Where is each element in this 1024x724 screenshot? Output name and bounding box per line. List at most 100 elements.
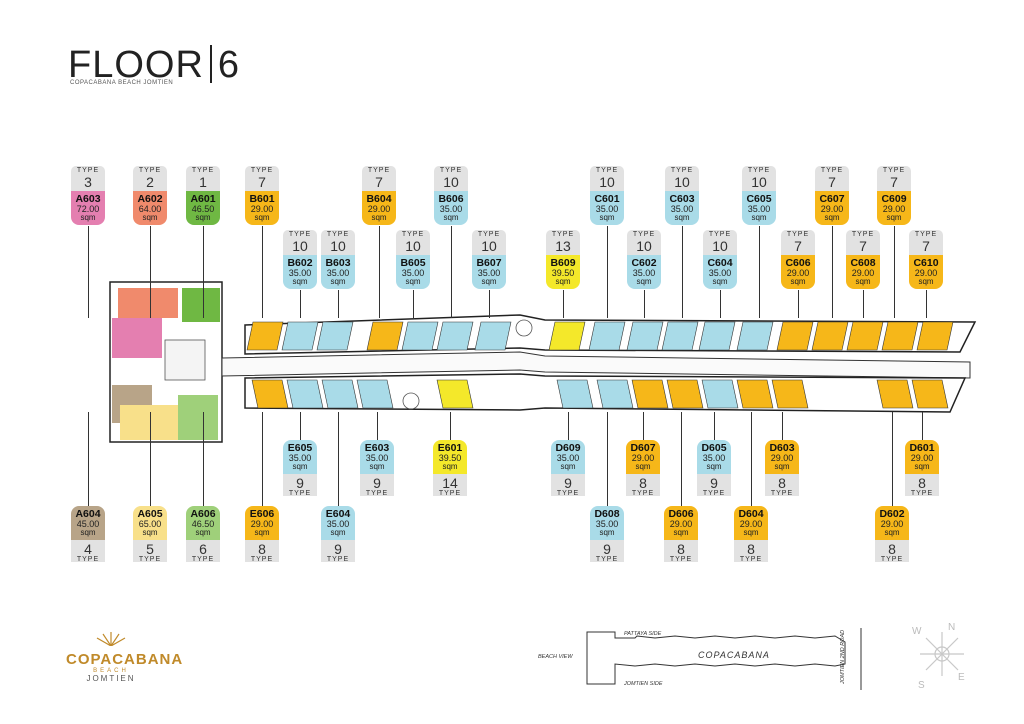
- unit-size: 29.00: [250, 519, 274, 529]
- unit-id: B601: [249, 193, 275, 205]
- type-label: TYPE: [326, 556, 350, 563]
- type-label: TYPE: [770, 490, 794, 497]
- unit-id: B602: [287, 257, 313, 269]
- type-label: TYPE: [439, 167, 463, 174]
- compass-w: W: [912, 626, 922, 637]
- type-number: 8: [918, 475, 926, 491]
- unit-size: 29.00: [669, 519, 693, 529]
- leader-line: [150, 226, 151, 318]
- unit-size: 29.00: [851, 268, 875, 278]
- leader-line: [451, 226, 452, 318]
- unit-id: D609: [555, 442, 581, 454]
- type-number: 8: [677, 541, 685, 557]
- type-label: TYPE: [138, 167, 162, 174]
- unit-b605-plan: [401, 321, 439, 351]
- type-label: TYPE: [76, 556, 100, 563]
- unit-sqm: sqm: [560, 462, 576, 471]
- type-label: TYPE: [631, 490, 655, 497]
- type-label: TYPE: [556, 490, 580, 497]
- unit-c601-plan: [588, 321, 626, 351]
- leader-line: [607, 412, 608, 506]
- type-label: TYPE: [250, 556, 274, 563]
- unit-size: 29.00: [786, 268, 810, 278]
- unit-sqm: sqm: [442, 462, 458, 471]
- unit-sqm: sqm: [636, 277, 652, 286]
- type-number: 13: [555, 238, 571, 254]
- unit-id: D608: [594, 508, 620, 520]
- unit-id: D605: [701, 442, 727, 454]
- leader-line: [338, 412, 339, 506]
- leader-line: [377, 412, 378, 440]
- leader-line: [262, 226, 263, 318]
- unit-id: C606: [785, 257, 811, 269]
- type-number: 8: [747, 541, 755, 557]
- unit-sqm: sqm: [824, 213, 840, 222]
- unit-id: D607: [630, 442, 656, 454]
- unit-id: A606: [190, 508, 216, 520]
- unit-d603-plan: [771, 379, 809, 409]
- unit-sqm: sqm: [673, 528, 689, 537]
- unit-sqm: sqm: [599, 528, 615, 537]
- type-number: 10: [751, 174, 767, 190]
- unit-sqm: sqm: [481, 277, 497, 286]
- a-core: [164, 339, 206, 381]
- unit-sqm: sqm: [886, 213, 902, 222]
- unit-d604-plan: [736, 379, 774, 409]
- unit-c608-plan: [846, 321, 884, 351]
- unit-id: A603: [75, 193, 101, 205]
- type-label: TYPE: [595, 167, 619, 174]
- type-number: 7: [794, 238, 802, 254]
- unit-sqm: sqm: [674, 213, 690, 222]
- unit-id: C602: [631, 257, 657, 269]
- unit-sqm: sqm: [142, 528, 158, 537]
- unit-id: C603: [669, 193, 695, 205]
- leader-line: [568, 412, 569, 440]
- type-number: 8: [639, 475, 647, 491]
- unit-sqm: sqm: [706, 462, 722, 471]
- type-label: TYPE: [880, 556, 904, 563]
- unit-id: D602: [879, 508, 905, 520]
- unit-sqm: sqm: [405, 277, 421, 286]
- unit-sqm: sqm: [292, 277, 308, 286]
- stair-fan-lower: [402, 392, 420, 410]
- type-number: 9: [373, 475, 381, 491]
- unit-id: C607: [819, 193, 845, 205]
- type-number: 10: [405, 238, 421, 254]
- type-number: 4: [84, 541, 92, 557]
- leader-line: [338, 290, 339, 318]
- type-number: 10: [674, 174, 690, 190]
- type-number: 8: [258, 541, 266, 557]
- leader-line: [894, 226, 895, 318]
